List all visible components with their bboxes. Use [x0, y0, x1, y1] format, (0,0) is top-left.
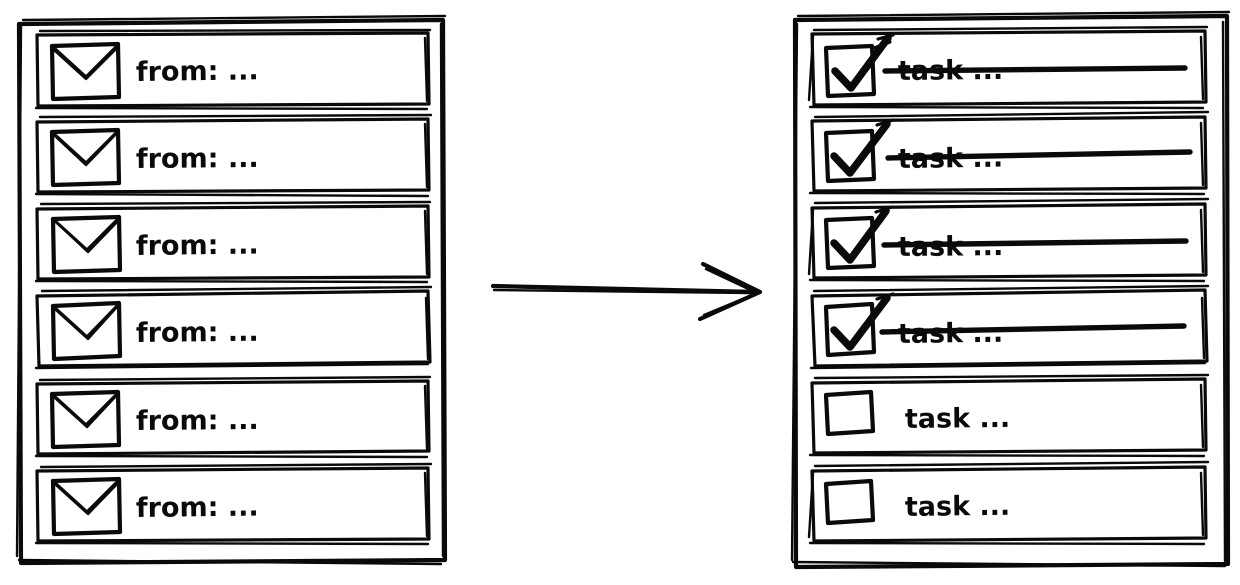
inbox-row[interactable]: from: ... [34, 200, 432, 284]
checkbox-empty-icon[interactable] [823, 478, 876, 526]
task-row[interactable]: task ... [807, 25, 1209, 110]
strikethrough-line [885, 149, 1193, 161]
inbox-row[interactable]: from: ... [34, 28, 432, 111]
inbox-row-label: from: ... [136, 317, 259, 349]
checkbox-checked-icon[interactable] [823, 118, 895, 184]
inbox-row-label: from: ... [136, 230, 259, 262]
inbox-row[interactable]: from: ... [34, 462, 433, 546]
inbox-row[interactable]: from: ... [34, 375, 432, 459]
inbox-row-label: from: ... [136, 143, 259, 175]
task-row-label: task ... [905, 403, 1011, 435]
arrow-right-icon [490, 261, 763, 322]
envelope-icon [49, 127, 122, 188]
checkbox-checked-icon[interactable] [823, 292, 895, 358]
transform-arrow [490, 261, 763, 322]
strikethrough-line [882, 65, 1188, 74]
envelope-icon [50, 214, 123, 275]
task-row[interactable]: task ... [808, 373, 1210, 458]
inbox-row-label: from: ... [136, 492, 259, 524]
envelope-icon [49, 41, 122, 102]
envelope-icon [50, 476, 123, 537]
strikethrough-line [881, 238, 1189, 248]
inbox-row[interactable]: from: ... [34, 113, 433, 198]
task-row-label: task ... [905, 491, 1011, 523]
task-row[interactable]: task ... [807, 460, 1210, 546]
inbox-panel: from: ... from: ... from: ... [15, 14, 448, 566]
inbox-row[interactable]: from: ... [34, 285, 433, 370]
checkbox-checked-icon[interactable] [823, 33, 895, 99]
tasks-panel-frame [790, 10, 1231, 570]
task-row[interactable]: task ... [809, 284, 1210, 370]
inbox-row-label: from: ... [136, 55, 259, 88]
task-row[interactable]: task ... [807, 197, 1210, 283]
strikethrough-line [879, 323, 1187, 335]
checkbox-empty-icon[interactable] [823, 389, 876, 437]
checkbox-checked-icon[interactable] [823, 205, 894, 271]
envelope-icon [50, 300, 123, 362]
inbox-panel-frame [15, 14, 448, 566]
inbox-row-label: from: ... [136, 405, 259, 437]
envelope-icon [49, 389, 122, 450]
tasks-panel: task ... task ... task ... [790, 10, 1231, 570]
task-row[interactable]: task ... [808, 110, 1210, 196]
